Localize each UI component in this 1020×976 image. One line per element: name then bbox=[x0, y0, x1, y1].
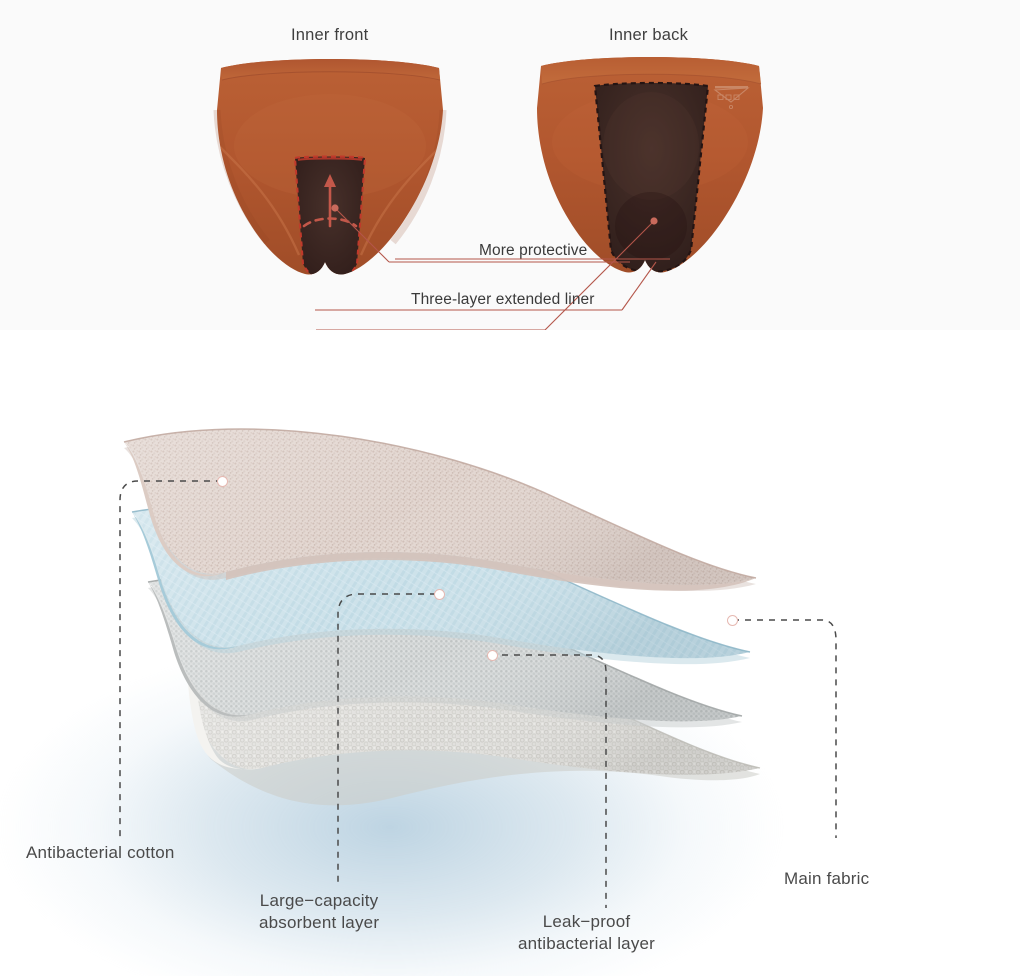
label-absorbent-layer: Large−capacity absorbent layer bbox=[259, 890, 379, 935]
inner-front-garment bbox=[205, 50, 455, 285]
leader-main-fabric bbox=[733, 619, 837, 838]
dot-antibacterial-cotton bbox=[217, 476, 228, 487]
label-leak-proof-layer: Leak−proof antibacterial layer bbox=[518, 911, 655, 956]
layer-leak-proof bbox=[147, 573, 743, 728]
callout-more-protective: More protective bbox=[479, 242, 588, 259]
label-absorbent-line-1: Large−capacity bbox=[259, 891, 379, 910]
leader-antibacterial-cotton bbox=[119, 480, 222, 838]
back-liner-panel bbox=[593, 81, 710, 273]
layer-absorbent bbox=[131, 504, 751, 665]
top-callout-lines bbox=[315, 204, 670, 331]
brand-tag-imprint bbox=[713, 86, 750, 110]
callout-three-layer-extended-liner: Three-layer extended liner bbox=[411, 291, 595, 308]
dot-absorbent bbox=[434, 589, 445, 600]
layer-main-fabric bbox=[186, 628, 761, 806]
label-antibacterial-cotton: Antibacterial cotton bbox=[26, 843, 175, 862]
layer-leader-lines bbox=[119, 480, 837, 908]
leader-leak-proof bbox=[490, 654, 607, 908]
inner-back-title: Inner back bbox=[609, 26, 689, 44]
label-absorbent-line-2: absorbent layer bbox=[259, 913, 380, 933]
label-leak-proof-line-2: antibacterial layer bbox=[518, 934, 656, 954]
front-up-arrow bbox=[324, 174, 336, 228]
layer-antibacterial-cotton bbox=[123, 428, 757, 592]
background-glow bbox=[0, 480, 940, 976]
leader-absorbent bbox=[337, 593, 436, 886]
dot-leak-proof bbox=[487, 650, 498, 661]
dot-main-fabric bbox=[727, 615, 738, 626]
garment-views-section: Inner front Inner back bbox=[0, 0, 1020, 340]
inner-front-title: Inner front bbox=[291, 26, 369, 44]
label-main-fabric: Main fabric bbox=[784, 869, 870, 888]
label-leak-proof-line-1: Leak−proof bbox=[542, 912, 631, 931]
